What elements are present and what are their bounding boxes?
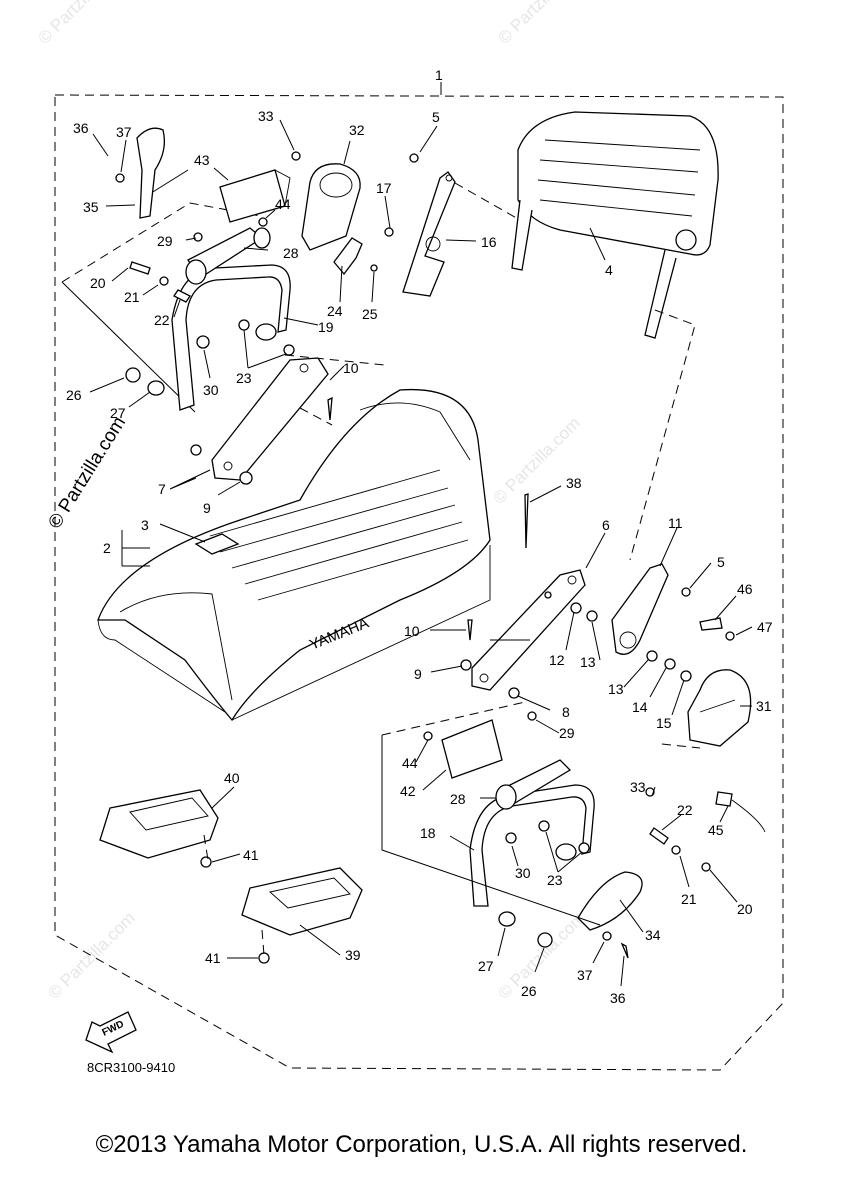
callout-41: 41 xyxy=(205,950,221,966)
callouts: 1 2 3 4 5 5 6 7 8 9 9 10 10 11 12 13 13 … xyxy=(66,67,773,1006)
callout-40: 40 xyxy=(224,770,240,786)
plate-43 xyxy=(219,169,291,223)
callout-25: 25 xyxy=(362,306,378,322)
callout-41: 41 xyxy=(243,847,259,863)
callout-34: 34 xyxy=(645,927,661,943)
callout-6: 6 xyxy=(602,517,610,533)
callout-22: 22 xyxy=(154,312,170,328)
callout-20: 20 xyxy=(90,275,106,291)
side-plate-right xyxy=(471,569,586,691)
callout-13: 13 xyxy=(608,681,624,697)
callout-46: 46 xyxy=(737,581,753,597)
bracket-40 xyxy=(99,789,219,859)
callout-31: 31 xyxy=(756,698,772,714)
callout-33: 33 xyxy=(258,108,274,124)
callout-5: 5 xyxy=(432,109,440,125)
cover-31 xyxy=(687,669,752,747)
callout-19: 19 xyxy=(318,319,334,335)
pad-35 xyxy=(136,127,166,219)
callout-44: 44 xyxy=(275,196,291,212)
callout-27: 27 xyxy=(478,958,494,974)
bracket-39 xyxy=(241,867,363,936)
callout-29: 29 xyxy=(559,725,575,741)
callout-12: 12 xyxy=(549,652,565,668)
watermark: © Partzilla.com xyxy=(34,0,128,48)
callout-35: 35 xyxy=(83,199,99,215)
clamp-32 xyxy=(301,163,361,251)
callout-43: 43 xyxy=(194,152,210,168)
assembly-boundary xyxy=(54,94,784,1071)
callout-30: 30 xyxy=(515,865,531,881)
callout-36: 36 xyxy=(73,120,89,136)
plate-42 xyxy=(441,719,503,779)
callout-3: 3 xyxy=(141,517,149,533)
callout-10: 10 xyxy=(404,623,420,639)
callout-27: 27 xyxy=(110,405,126,421)
callout-11: 11 xyxy=(668,515,683,531)
callout-1: 1 xyxy=(435,67,443,83)
backrest-bracket-left xyxy=(402,171,456,297)
callout-13: 13 xyxy=(580,654,596,670)
callout-37: 37 xyxy=(116,124,132,140)
callout-15: 15 xyxy=(656,715,672,731)
grab-bar-lower xyxy=(469,759,595,907)
callout-17: 17 xyxy=(376,180,392,196)
callout-37: 37 xyxy=(577,967,593,983)
watermark: © Partzilla.com xyxy=(44,908,138,1002)
callout-39: 39 xyxy=(345,947,361,963)
callout-9: 9 xyxy=(203,500,211,516)
backrest-bracket-right xyxy=(611,563,669,655)
callout-23: 23 xyxy=(236,370,252,386)
callout-28: 28 xyxy=(283,245,299,261)
side-plate-left xyxy=(211,357,329,481)
callout-26: 26 xyxy=(521,983,537,999)
callout-44: 44 xyxy=(402,755,418,771)
callout-8: 8 xyxy=(562,704,570,720)
callout-36: 36 xyxy=(610,990,626,1006)
callout-32: 32 xyxy=(349,122,365,138)
watermark: © Partzilla.com xyxy=(489,413,583,507)
hardware xyxy=(115,151,766,964)
copyright-notice: ©2013 Yamaha Motor Corporation, U.S.A. A… xyxy=(95,1131,748,1158)
callout-20: 20 xyxy=(737,901,753,917)
callout-22: 22 xyxy=(677,802,693,818)
callout-23: 23 xyxy=(547,872,563,888)
callout-16: 16 xyxy=(481,234,497,250)
seat: YAMAHA xyxy=(97,388,491,722)
connection-lines xyxy=(203,182,701,956)
callout-42: 42 xyxy=(400,783,416,799)
callout-29: 29 xyxy=(157,233,173,249)
callout-26: 26 xyxy=(66,387,82,403)
callout-5: 5 xyxy=(717,554,725,570)
callout-28: 28 xyxy=(450,791,466,807)
drawing-code: 8CR3100-9410 xyxy=(87,1060,175,1075)
callout-38: 38 xyxy=(566,475,582,491)
watermark-main: © Partzilla.com xyxy=(44,413,130,533)
callout-45: 45 xyxy=(708,822,724,838)
backrest-pad xyxy=(511,111,719,339)
callout-30: 30 xyxy=(203,382,219,398)
callout-18: 18 xyxy=(420,825,436,841)
callout-21: 21 xyxy=(124,289,140,305)
callout-9: 9 xyxy=(414,666,422,682)
callout-33: 33 xyxy=(630,779,646,795)
callout-2: 2 xyxy=(103,540,111,556)
callout-21: 21 xyxy=(681,891,697,907)
callout-24: 24 xyxy=(327,303,343,319)
grab-bar-upper xyxy=(171,227,291,411)
fwd-arrow-icon: FWD xyxy=(85,1011,137,1054)
callout-4: 4 xyxy=(605,262,613,278)
callout-7: 7 xyxy=(158,481,166,497)
watermark: © Partzilla.com xyxy=(494,0,588,48)
callout-10: 10 xyxy=(343,360,359,376)
leader-lines xyxy=(89,119,753,987)
callout-14: 14 xyxy=(632,699,648,715)
pad-34 xyxy=(577,871,643,931)
callout-47: 47 xyxy=(757,619,773,635)
